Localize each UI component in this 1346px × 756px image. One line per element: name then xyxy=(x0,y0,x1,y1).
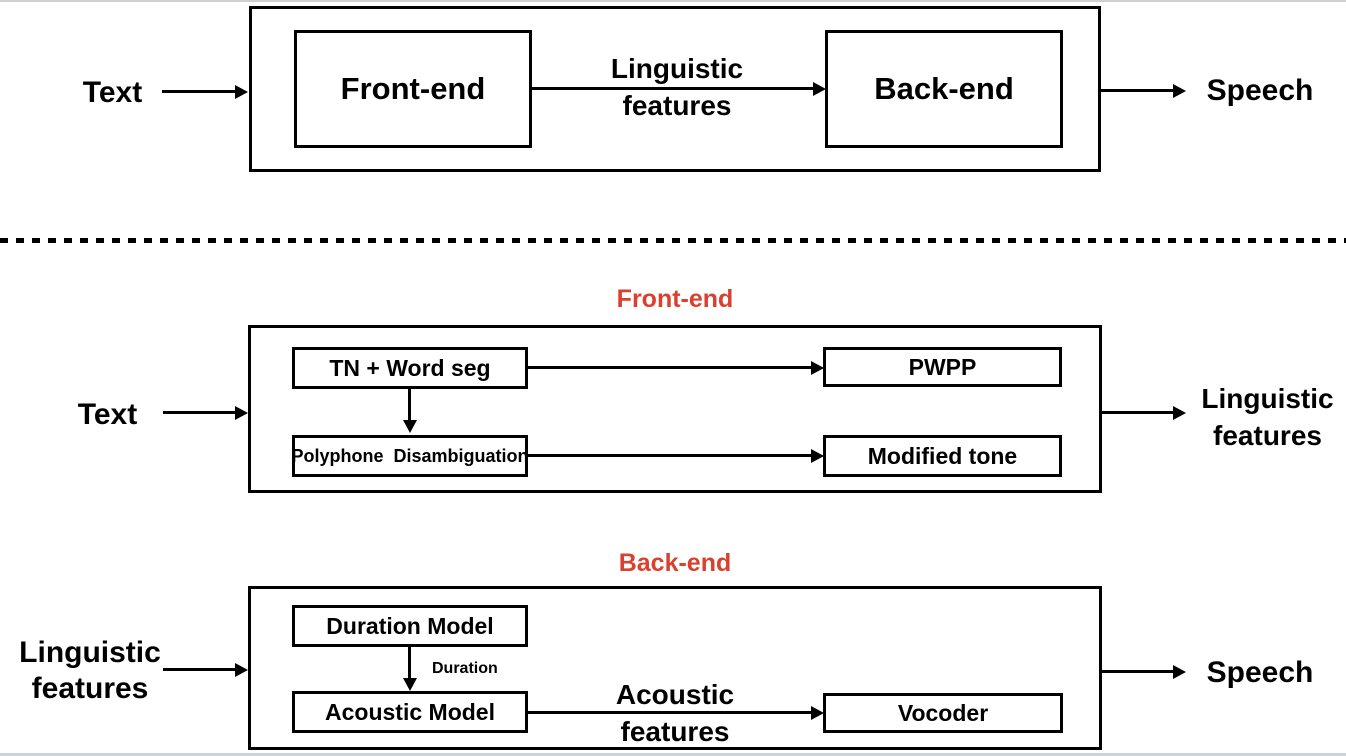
arrow-tn-to-pwpp xyxy=(528,366,811,369)
acoustic-features-edge-label: Acoustic features xyxy=(580,676,770,750)
overview-backend-box: Back-end xyxy=(825,30,1063,148)
duration-model-box: Duration Model xyxy=(292,605,528,647)
polyphone-label: Polyphone Disambiguation xyxy=(291,445,529,466)
dashed-divider xyxy=(0,238,1346,243)
acoustic-features-line1: Acoustic xyxy=(615,679,735,710)
modified-tone-label: Modified tone xyxy=(867,442,1018,469)
arrow-linguistic-features-to-backend xyxy=(163,668,235,671)
arrow-frontend-to-backend xyxy=(532,87,813,90)
arrow-text-to-pipeline xyxy=(162,90,235,93)
overview-edge-label: Linguistic features xyxy=(577,50,777,124)
overview-input-label: Text xyxy=(82,76,143,109)
backend-input-label-line1: Linguistic xyxy=(19,636,161,669)
backend-section-title: Back-end xyxy=(618,549,732,577)
overview-backend-label: Back-end xyxy=(874,71,1014,106)
overview-edge-label-line1: Linguistic xyxy=(610,53,744,84)
acoustic-model-label: Acoustic Model xyxy=(325,698,495,725)
polyphone-box: Polyphone Disambiguation xyxy=(291,435,529,477)
top-divider-line xyxy=(0,0,1346,2)
pwpp-box: PWPP xyxy=(823,347,1062,387)
overview-frontend-label: Front-end xyxy=(340,71,486,106)
frontend-section-title: Front-end xyxy=(616,285,734,313)
backend-output-label: Speech xyxy=(1206,656,1314,689)
frontend-output-label-line1: Linguistic xyxy=(1201,383,1334,414)
acoustic-model-box: Acoustic Model xyxy=(292,691,528,733)
tn-wordseg-label: TN + Word seg xyxy=(329,354,491,381)
tn-wordseg-box: TN + Word seg xyxy=(292,347,528,389)
frontend-output-label-line2: features xyxy=(1213,420,1322,451)
bottom-divider-line xyxy=(0,753,1346,756)
arrow-text-to-frontend xyxy=(163,411,235,414)
arrow-backend-to-speech xyxy=(1102,670,1173,673)
overview-output-label: Speech xyxy=(1206,74,1314,107)
arrow-acoustic-to-vocoder xyxy=(528,711,811,714)
frontend-output-label: Linguistic features xyxy=(1190,380,1345,454)
pwpp-label: PWPP xyxy=(908,353,977,380)
arrow-frontend-to-linguistic-features xyxy=(1102,411,1173,414)
duration-model-label: Duration Model xyxy=(326,612,494,639)
arrow-pipeline-to-speech xyxy=(1101,89,1173,92)
arrow-tn-to-polyphone xyxy=(408,389,411,421)
vocoder-box: Vocoder xyxy=(823,693,1063,733)
frontend-input-label: Text xyxy=(77,398,138,431)
modified-tone-box: Modified tone xyxy=(823,435,1062,477)
vocoder-label: Vocoder xyxy=(897,699,989,726)
backend-input-label: Linguistic features xyxy=(10,635,170,707)
duration-edge-label: Duration xyxy=(432,660,498,677)
acoustic-features-line2: features xyxy=(620,716,730,747)
backend-input-label-line2: features xyxy=(31,672,149,705)
overview-frontend-box: Front-end xyxy=(294,30,532,148)
overview-edge-label-line2: features xyxy=(622,90,732,121)
arrow-polyphone-to-modifiedtone xyxy=(528,454,811,457)
arrow-duration-to-acoustic xyxy=(408,647,411,679)
